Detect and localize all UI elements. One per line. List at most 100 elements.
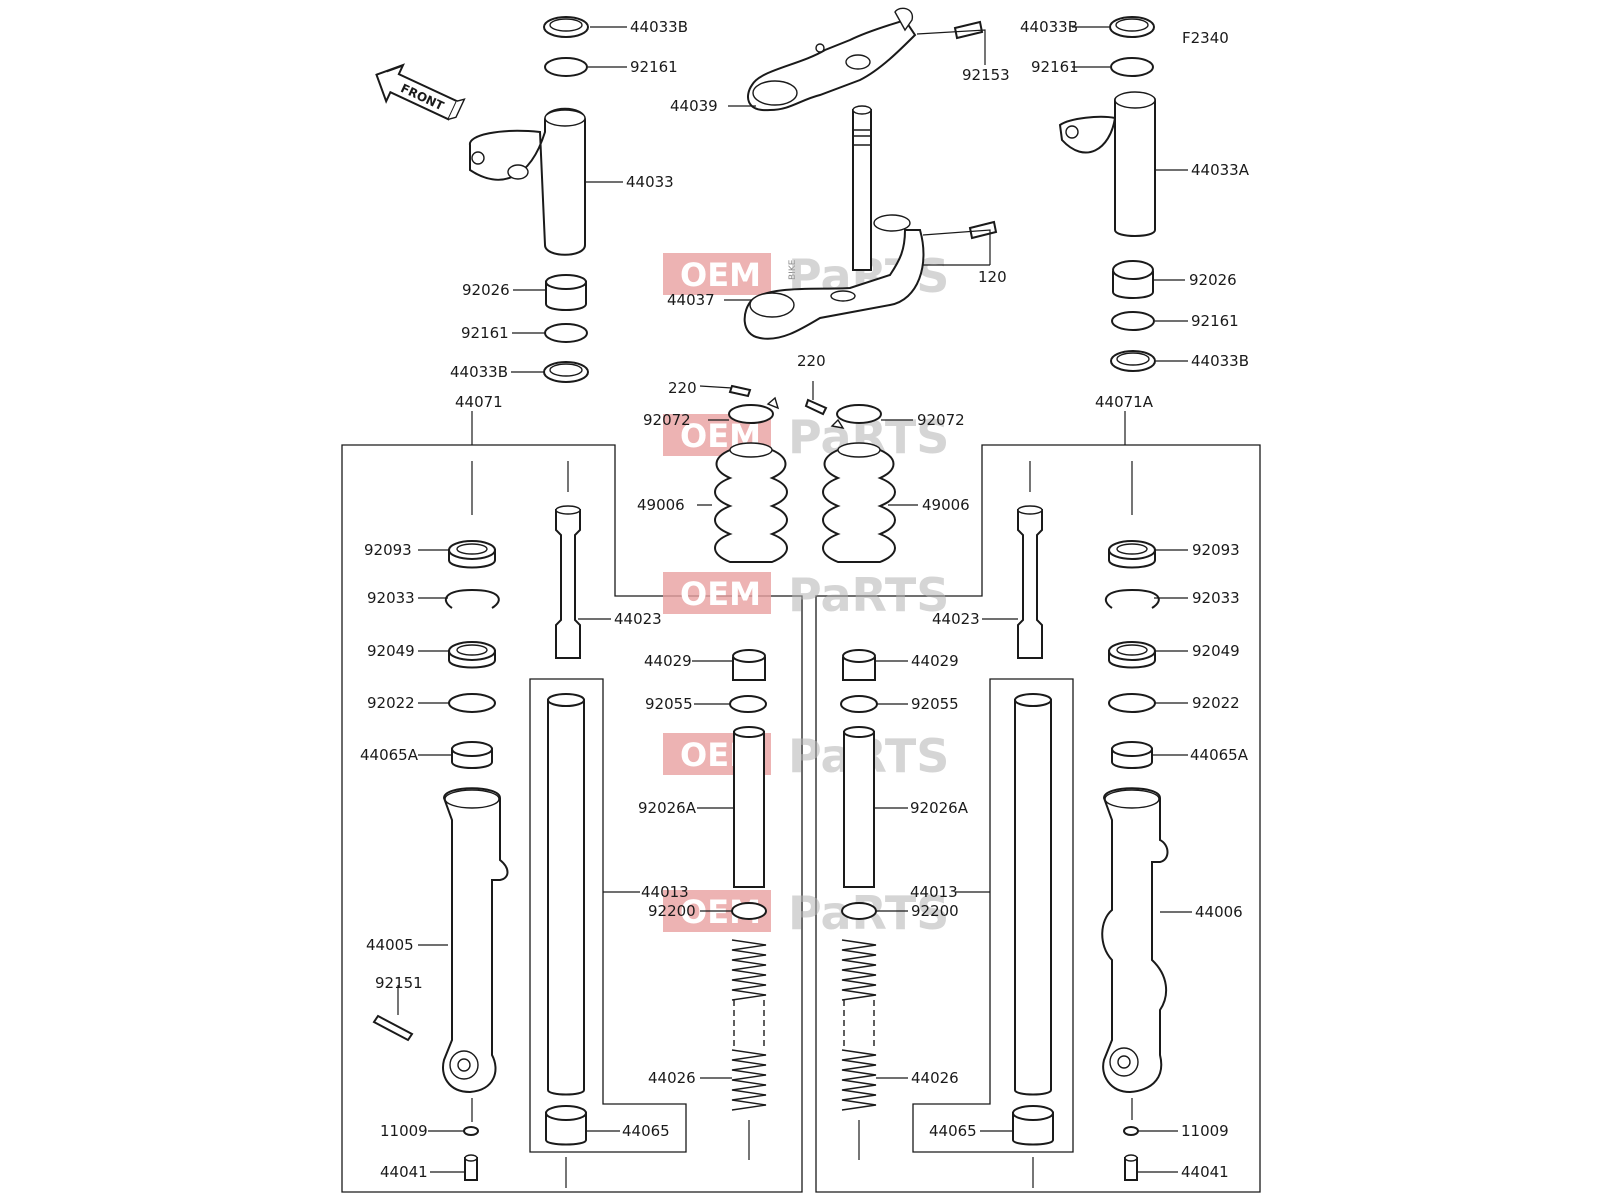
label-44026[interactable]: 44026 bbox=[911, 1069, 959, 1087]
cap-bolt-44029-right bbox=[842, 649, 876, 681]
label-92049[interactable]: 92049 bbox=[1192, 642, 1240, 660]
bushing-44065a-right bbox=[1111, 741, 1153, 769]
label-44065[interactable]: 44065 bbox=[929, 1122, 977, 1140]
label-44033[interactable]: 44033 bbox=[626, 173, 674, 191]
washer-92200-left bbox=[731, 902, 767, 920]
label-44005[interactable]: 44005 bbox=[366, 936, 414, 954]
label-44006[interactable]: 44006 bbox=[1195, 903, 1243, 921]
label-92055[interactable]: 92055 bbox=[911, 695, 959, 713]
label-92153[interactable]: 92153 bbox=[962, 66, 1010, 84]
seal-44033b-right bbox=[1110, 350, 1156, 372]
label-44033b[interactable]: 44033B bbox=[450, 363, 508, 381]
label-44026[interactable]: 44026 bbox=[648, 1069, 696, 1087]
left-inner-tube-subgroup-outline bbox=[529, 678, 687, 1153]
label-92200[interactable]: 92200 bbox=[911, 902, 959, 920]
washer-11009-right bbox=[1123, 1126, 1139, 1136]
label-92161[interactable]: 92161 bbox=[1031, 58, 1079, 76]
steering-stem-44037 bbox=[743, 105, 925, 340]
label-44037[interactable]: 44037 bbox=[667, 291, 715, 309]
label-92022[interactable]: 92022 bbox=[367, 694, 415, 712]
cap-92026-left bbox=[545, 274, 587, 311]
bolt-44041-left bbox=[464, 1154, 478, 1181]
svg-text:OEM: OEM bbox=[680, 256, 761, 294]
label-44029[interactable]: 44029 bbox=[911, 652, 959, 670]
label-92161[interactable]: 92161 bbox=[461, 324, 509, 342]
outer-tube-44006 bbox=[1101, 787, 1169, 1094]
washer-92022-right bbox=[1108, 693, 1156, 713]
figure-code: F2340 bbox=[1182, 29, 1229, 47]
cap-92026-right bbox=[1112, 260, 1154, 299]
label-44029[interactable]: 44029 bbox=[644, 652, 692, 670]
left-fork-assembly-outline bbox=[341, 444, 803, 1193]
label-92026a[interactable]: 92026A bbox=[638, 799, 697, 817]
label-92072[interactable]: 92072 bbox=[917, 411, 965, 429]
label-92026a[interactable]: 92026A bbox=[910, 799, 969, 817]
label-44033a[interactable]: 44033A bbox=[1191, 161, 1250, 179]
label-92072[interactable]: 92072 bbox=[643, 411, 691, 429]
label-220[interactable]: 220 bbox=[797, 352, 826, 370]
right-fork-assembly-outline bbox=[815, 444, 1261, 1193]
label-92026[interactable]: 92026 bbox=[1189, 271, 1237, 289]
inner-tube-44013-right bbox=[1014, 693, 1052, 1096]
label-44041[interactable]: 44041 bbox=[1181, 1163, 1229, 1181]
fork-holder-44033a bbox=[1058, 91, 1156, 237]
label-92161[interactable]: 92161 bbox=[1191, 312, 1239, 330]
bolt-92153 bbox=[953, 20, 984, 40]
label-44065a[interactable]: 44065A bbox=[360, 746, 419, 764]
label-92093[interactable]: 92093 bbox=[364, 541, 412, 559]
label-92022[interactable]: 92022 bbox=[1192, 694, 1240, 712]
washer-92022-left bbox=[448, 693, 496, 713]
label-92049[interactable]: 92049 bbox=[367, 642, 415, 660]
label-44065a[interactable]: 44065A bbox=[1190, 746, 1249, 764]
damper-rod-44023-left bbox=[555, 505, 581, 659]
label-44023[interactable]: 44023 bbox=[932, 610, 980, 628]
spring-44026-left bbox=[731, 939, 767, 1111]
label-44013[interactable]: 44013 bbox=[641, 883, 689, 901]
label-11009[interactable]: 11009 bbox=[1181, 1122, 1229, 1140]
label-44071a[interactable]: 44071A bbox=[1095, 393, 1154, 411]
label-92033[interactable]: 92033 bbox=[1192, 589, 1240, 607]
ring-92161-right bbox=[1111, 311, 1155, 331]
label-44039[interactable]: 44039 bbox=[670, 97, 718, 115]
bushing-44065a-left bbox=[451, 741, 493, 769]
bolt-220-left bbox=[728, 384, 752, 398]
label-44023[interactable]: 44023 bbox=[614, 610, 662, 628]
label-44041[interactable]: 44041 bbox=[380, 1163, 428, 1181]
seal-92049-left bbox=[448, 641, 496, 669]
label-120[interactable]: 120 bbox=[978, 268, 1007, 286]
label-220[interactable]: 220 bbox=[668, 379, 697, 397]
label-92161[interactable]: 92161 bbox=[630, 58, 678, 76]
circlip-92033-right bbox=[1104, 588, 1160, 609]
label-44033b[interactable]: 44033B bbox=[1020, 18, 1078, 36]
label-44033b[interactable]: 44033B bbox=[1191, 352, 1249, 370]
seal-44033b-top-right bbox=[1109, 16, 1155, 38]
damper-rod-44023-right bbox=[1017, 505, 1043, 659]
ring-92161-left bbox=[544, 323, 588, 343]
label-44013[interactable]: 44013 bbox=[910, 883, 958, 901]
label-44033b[interactable]: 44033B bbox=[630, 18, 688, 36]
bushing-44065-left bbox=[545, 1105, 587, 1146]
label-92151[interactable]: 92151 bbox=[375, 974, 423, 992]
part-labels: 44033B 92161 44033 92026 92161 44033B 44… bbox=[360, 18, 1250, 1181]
label-92055[interactable]: 92055 bbox=[645, 695, 693, 713]
clamp-92072-right bbox=[830, 404, 882, 429]
front-direction-arrow: FRONT bbox=[375, 63, 466, 121]
svg-text:OEM: OEM bbox=[680, 575, 761, 613]
label-92200[interactable]: 92200 bbox=[648, 902, 696, 920]
svg-text:PaRTS: PaRTS bbox=[788, 568, 949, 622]
oil-seal-92093-left bbox=[448, 540, 496, 569]
dust-boot-49006-right bbox=[822, 442, 896, 563]
oil-seal-92093-right bbox=[1108, 540, 1156, 569]
spring-44026-right bbox=[841, 939, 877, 1111]
label-44071[interactable]: 44071 bbox=[455, 393, 503, 411]
label-92033[interactable]: 92033 bbox=[367, 589, 415, 607]
label-49006[interactable]: 49006 bbox=[637, 496, 685, 514]
label-11009[interactable]: 11009 bbox=[380, 1122, 428, 1140]
ring-92161-top-right bbox=[1110, 57, 1154, 77]
label-49006[interactable]: 49006 bbox=[922, 496, 970, 514]
label-44065[interactable]: 44065 bbox=[622, 1122, 670, 1140]
fork-holder-44033 bbox=[469, 107, 586, 256]
label-92026[interactable]: 92026 bbox=[462, 281, 510, 299]
label-92093[interactable]: 92093 bbox=[1192, 541, 1240, 559]
